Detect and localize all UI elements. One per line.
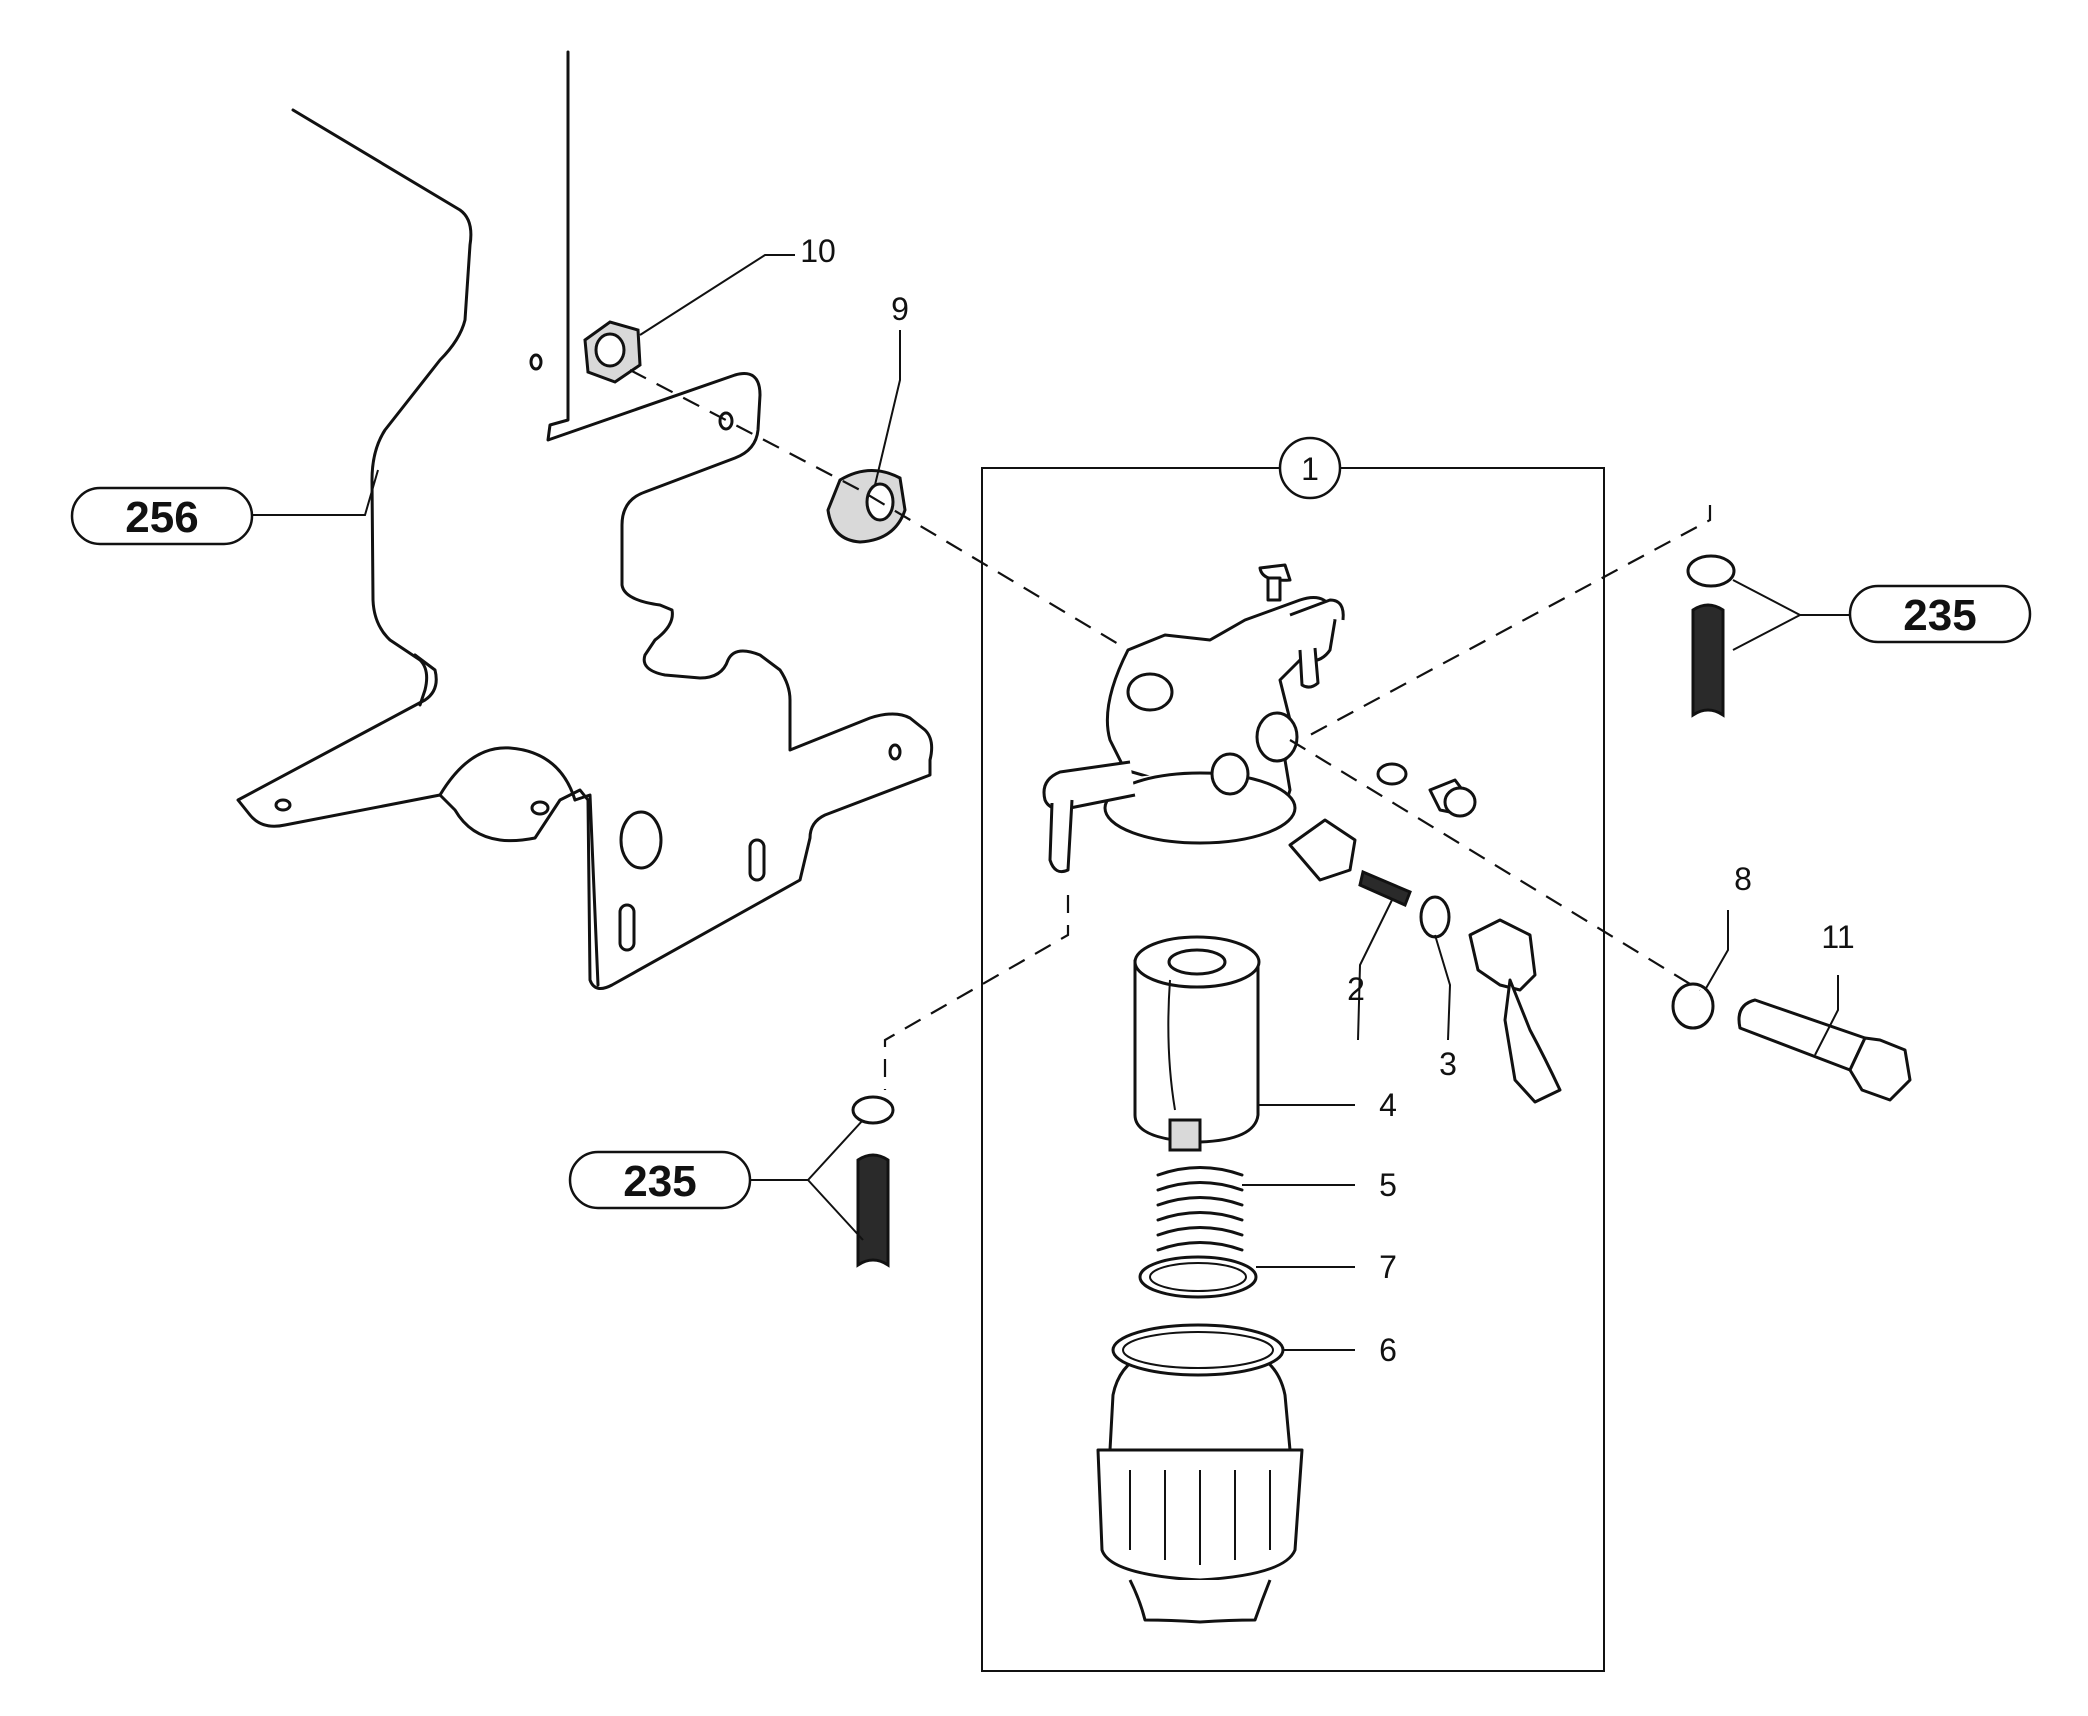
callout-11: 11: [1821, 919, 1854, 955]
ref-256-pill: [70, 486, 254, 546]
callout-5: 5: [1379, 1167, 1397, 1203]
ref-256: 256: [125, 493, 198, 542]
ref-235-top: 235: [1903, 591, 1976, 640]
gasket-part-7: [1138, 1255, 1258, 1299]
callout-leaders: [251, 254, 1850, 1351]
ref-235-bottom: 235: [623, 1157, 696, 1206]
bolt-part-11: [1737, 998, 1912, 1102]
spring-part-5: [1156, 1166, 1244, 1252]
mounting-bracket: [236, 50, 934, 991]
washer-part-8: [1671, 982, 1715, 1030]
screw-part-2: [1358, 869, 1412, 908]
callout-7: 7: [1379, 1249, 1397, 1285]
callout-10: 10: [800, 233, 836, 269]
ref-235-top-pill: [1848, 584, 2032, 644]
spacer-part-9: [826, 468, 907, 544]
filter-element-part-4: [1133, 935, 1261, 1152]
assembly-centerlines: [629, 369, 1712, 1090]
o-ring-part-6: [1111, 1323, 1285, 1377]
callout-1: 1: [1301, 451, 1319, 487]
hose-clamp-bottom: [851, 1095, 895, 1268]
callout-1-circle: [1278, 436, 1342, 500]
ref-235-bottom-pill: [568, 1150, 752, 1210]
callout-9: 9: [891, 291, 909, 327]
filter-head: [1042, 563, 1345, 874]
nut-part-10: [583, 320, 642, 384]
ring-part-3: [1419, 895, 1451, 939]
hose-clamp-top: [1686, 554, 1736, 718]
callout-6: 6: [1379, 1332, 1397, 1368]
callout-3: 3: [1439, 1046, 1457, 1082]
callout-4: 4: [1379, 1087, 1397, 1123]
filter-bowl: [1096, 1348, 1304, 1624]
callout-8: 8: [1734, 861, 1752, 897]
fuel-tap-lever: [1288, 818, 1562, 1104]
washer-bolt-assembly: [1376, 762, 1477, 818]
callout-2: 2: [1347, 971, 1365, 1007]
